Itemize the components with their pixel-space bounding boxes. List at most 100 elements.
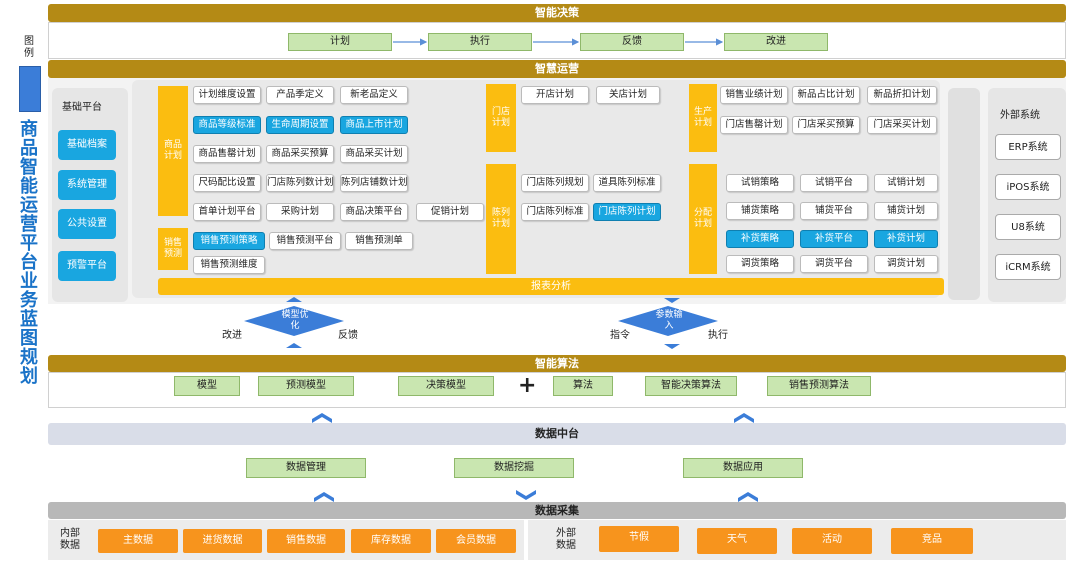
pp-item-15: 商品决策平台: [340, 203, 408, 221]
prod-item-4: 门店售罄计划: [720, 116, 788, 134]
analysis-bar: 报表分析: [158, 278, 944, 295]
basic-platform-title: 基础平台: [62, 102, 102, 113]
dp-item-2: 道具陈列标准: [593, 174, 661, 192]
sales-forecast-label: 销售预测: [158, 228, 188, 270]
production-plan-label: 生产计划: [689, 84, 717, 152]
algorithm-band: 智能算法: [48, 355, 1066, 372]
sf-item-2: 销售预测平台: [269, 232, 341, 250]
product-plan-label: 商品计划: [158, 86, 188, 216]
basic-item-warning: 预警平台: [58, 251, 116, 281]
pp-item-14: 采购计划: [266, 203, 334, 221]
pp-item-9: 商品采买计划: [340, 145, 408, 163]
ext-data-event: 活动: [792, 528, 872, 554]
algo-model: 模型: [174, 376, 240, 396]
left-connector-center: 模型优化: [281, 310, 309, 331]
dc-item-mining: 数据挖掘: [454, 458, 574, 478]
prod-item-1: 销售业绩计划: [720, 86, 788, 104]
sf-item-3: 销售预测单: [345, 232, 413, 250]
pp-item-8: 商品采买预算: [266, 145, 334, 163]
data-center-band: 数据中台: [48, 423, 1066, 445]
dp-item-1: 门店陈列规划: [521, 174, 589, 192]
alloc-item-10: 调货策略: [726, 255, 794, 273]
alloc-item-5: 铺货平台: [800, 202, 868, 220]
alloc-item-2: 试销平台: [800, 174, 868, 192]
ext-data-weather: 天气: [697, 528, 777, 554]
pp-item-4: 商品等级标准: [193, 116, 261, 134]
store-item-open: 开店计划: [521, 86, 589, 104]
pp-item-11: 门店陈列数计划: [266, 174, 334, 192]
dp-item-3: 门店陈列标准: [521, 203, 589, 221]
flow-chevrons: [312, 413, 758, 502]
prod-item-3: 新品折扣计划: [867, 86, 937, 104]
right-connector-left: 指令: [610, 330, 630, 341]
int-data-master: 主数据: [98, 529, 178, 553]
vertical-title: 商品智能运营平台业务蓝图规划: [20, 119, 38, 387]
pp-item-12: 陈列店铺数计划: [340, 174, 408, 192]
right-connector-center: 参数输入: [655, 310, 683, 331]
int-data-member: 会员数据: [436, 529, 516, 553]
pp-item-6: 商品上市计划: [340, 116, 408, 134]
algo-decision-algo: 智能决策算法: [645, 376, 737, 396]
right-connector-right: 执行: [708, 330, 728, 341]
ext-system-ipos: iPOS系统: [995, 174, 1061, 200]
external-systems-title: 外部系统: [1000, 110, 1040, 121]
alloc-item-4: 铺货策略: [726, 202, 794, 220]
sf-item-4: 销售预测维度: [193, 256, 265, 274]
decision-step-feedback: 反馈: [580, 33, 684, 51]
prod-item-2: 新品占比计划: [792, 86, 860, 104]
store-item-close: 关店计划: [596, 86, 660, 104]
store-plan-label: 门店计划: [486, 84, 516, 152]
decision-step-improve: 改进: [724, 33, 828, 51]
legend-label: 图例: [24, 36, 34, 59]
pp-item-1: 计划维度设置: [193, 86, 261, 104]
internal-data-label: 内部数据: [60, 528, 80, 551]
alloc-item-7: 补货策略: [726, 230, 794, 248]
int-data-purchase: 进货数据: [183, 529, 262, 553]
alloc-item-9: 补货计划: [874, 230, 938, 248]
left-connector-shapes: [244, 297, 344, 348]
alloc-item-6: 铺货计划: [874, 202, 938, 220]
pp-item-16: 促销计划: [416, 203, 484, 221]
decision-arrows: [393, 38, 724, 46]
alloc-item-8: 补货平台: [800, 230, 868, 248]
algo-forecast-algo: 销售预测算法: [767, 376, 871, 396]
left-connector-left: 改进: [222, 330, 242, 341]
pp-item-7: 商品售罄计划: [193, 145, 261, 163]
operations-band: 智慧运营: [48, 60, 1066, 78]
pp-item-2: 产品季定义: [266, 86, 334, 104]
ext-system-erp: ERP系统: [995, 134, 1061, 160]
ext-system-icrm: iCRM系统: [995, 254, 1061, 280]
open-platform-strip: [948, 88, 980, 300]
collection-band: 数据采集: [48, 502, 1066, 519]
ext-system-u8: U8系统: [995, 214, 1061, 240]
alloc-item-12: 调货计划: [874, 255, 938, 273]
external-data-label: 外部数据: [556, 528, 576, 551]
basic-item-common: 公共设置: [58, 209, 116, 239]
algo-decision-model: 决策模型: [398, 376, 494, 396]
decision-step-plan: 计划: [288, 33, 392, 51]
alloc-item-11: 调货平台: [800, 255, 868, 273]
algo-plus: +: [518, 373, 537, 398]
int-data-stock: 库存数据: [351, 529, 431, 553]
pp-item-3: 新老品定义: [340, 86, 408, 104]
dc-item-apply: 数据应用: [683, 458, 803, 478]
alloc-item-1: 试销策略: [726, 174, 794, 192]
basic-item-system: 系统管理: [58, 170, 116, 200]
right-connector-shapes: [618, 298, 718, 349]
basic-item-archive: 基础档案: [58, 130, 116, 160]
pp-item-13: 首单计划平台: [193, 203, 261, 221]
dp-item-4: 门店陈列计划: [593, 203, 661, 221]
display-plan-label: 陈列计划: [486, 164, 516, 274]
pp-item-5: 生命周期设置: [266, 116, 334, 134]
dc-item-manage: 数据管理: [246, 458, 366, 478]
ext-data-competitor: 竞品: [891, 528, 973, 554]
int-data-sales: 销售数据: [267, 529, 345, 553]
algo-algorithm: 算法: [553, 376, 613, 396]
algo-predict-model: 预测模型: [258, 376, 354, 396]
alloc-item-3: 试销计划: [874, 174, 938, 192]
prod-item-6: 门店采买计划: [867, 116, 937, 134]
ext-data-holiday: 节假: [599, 526, 679, 552]
left-connector-right: 反馈: [338, 330, 358, 341]
